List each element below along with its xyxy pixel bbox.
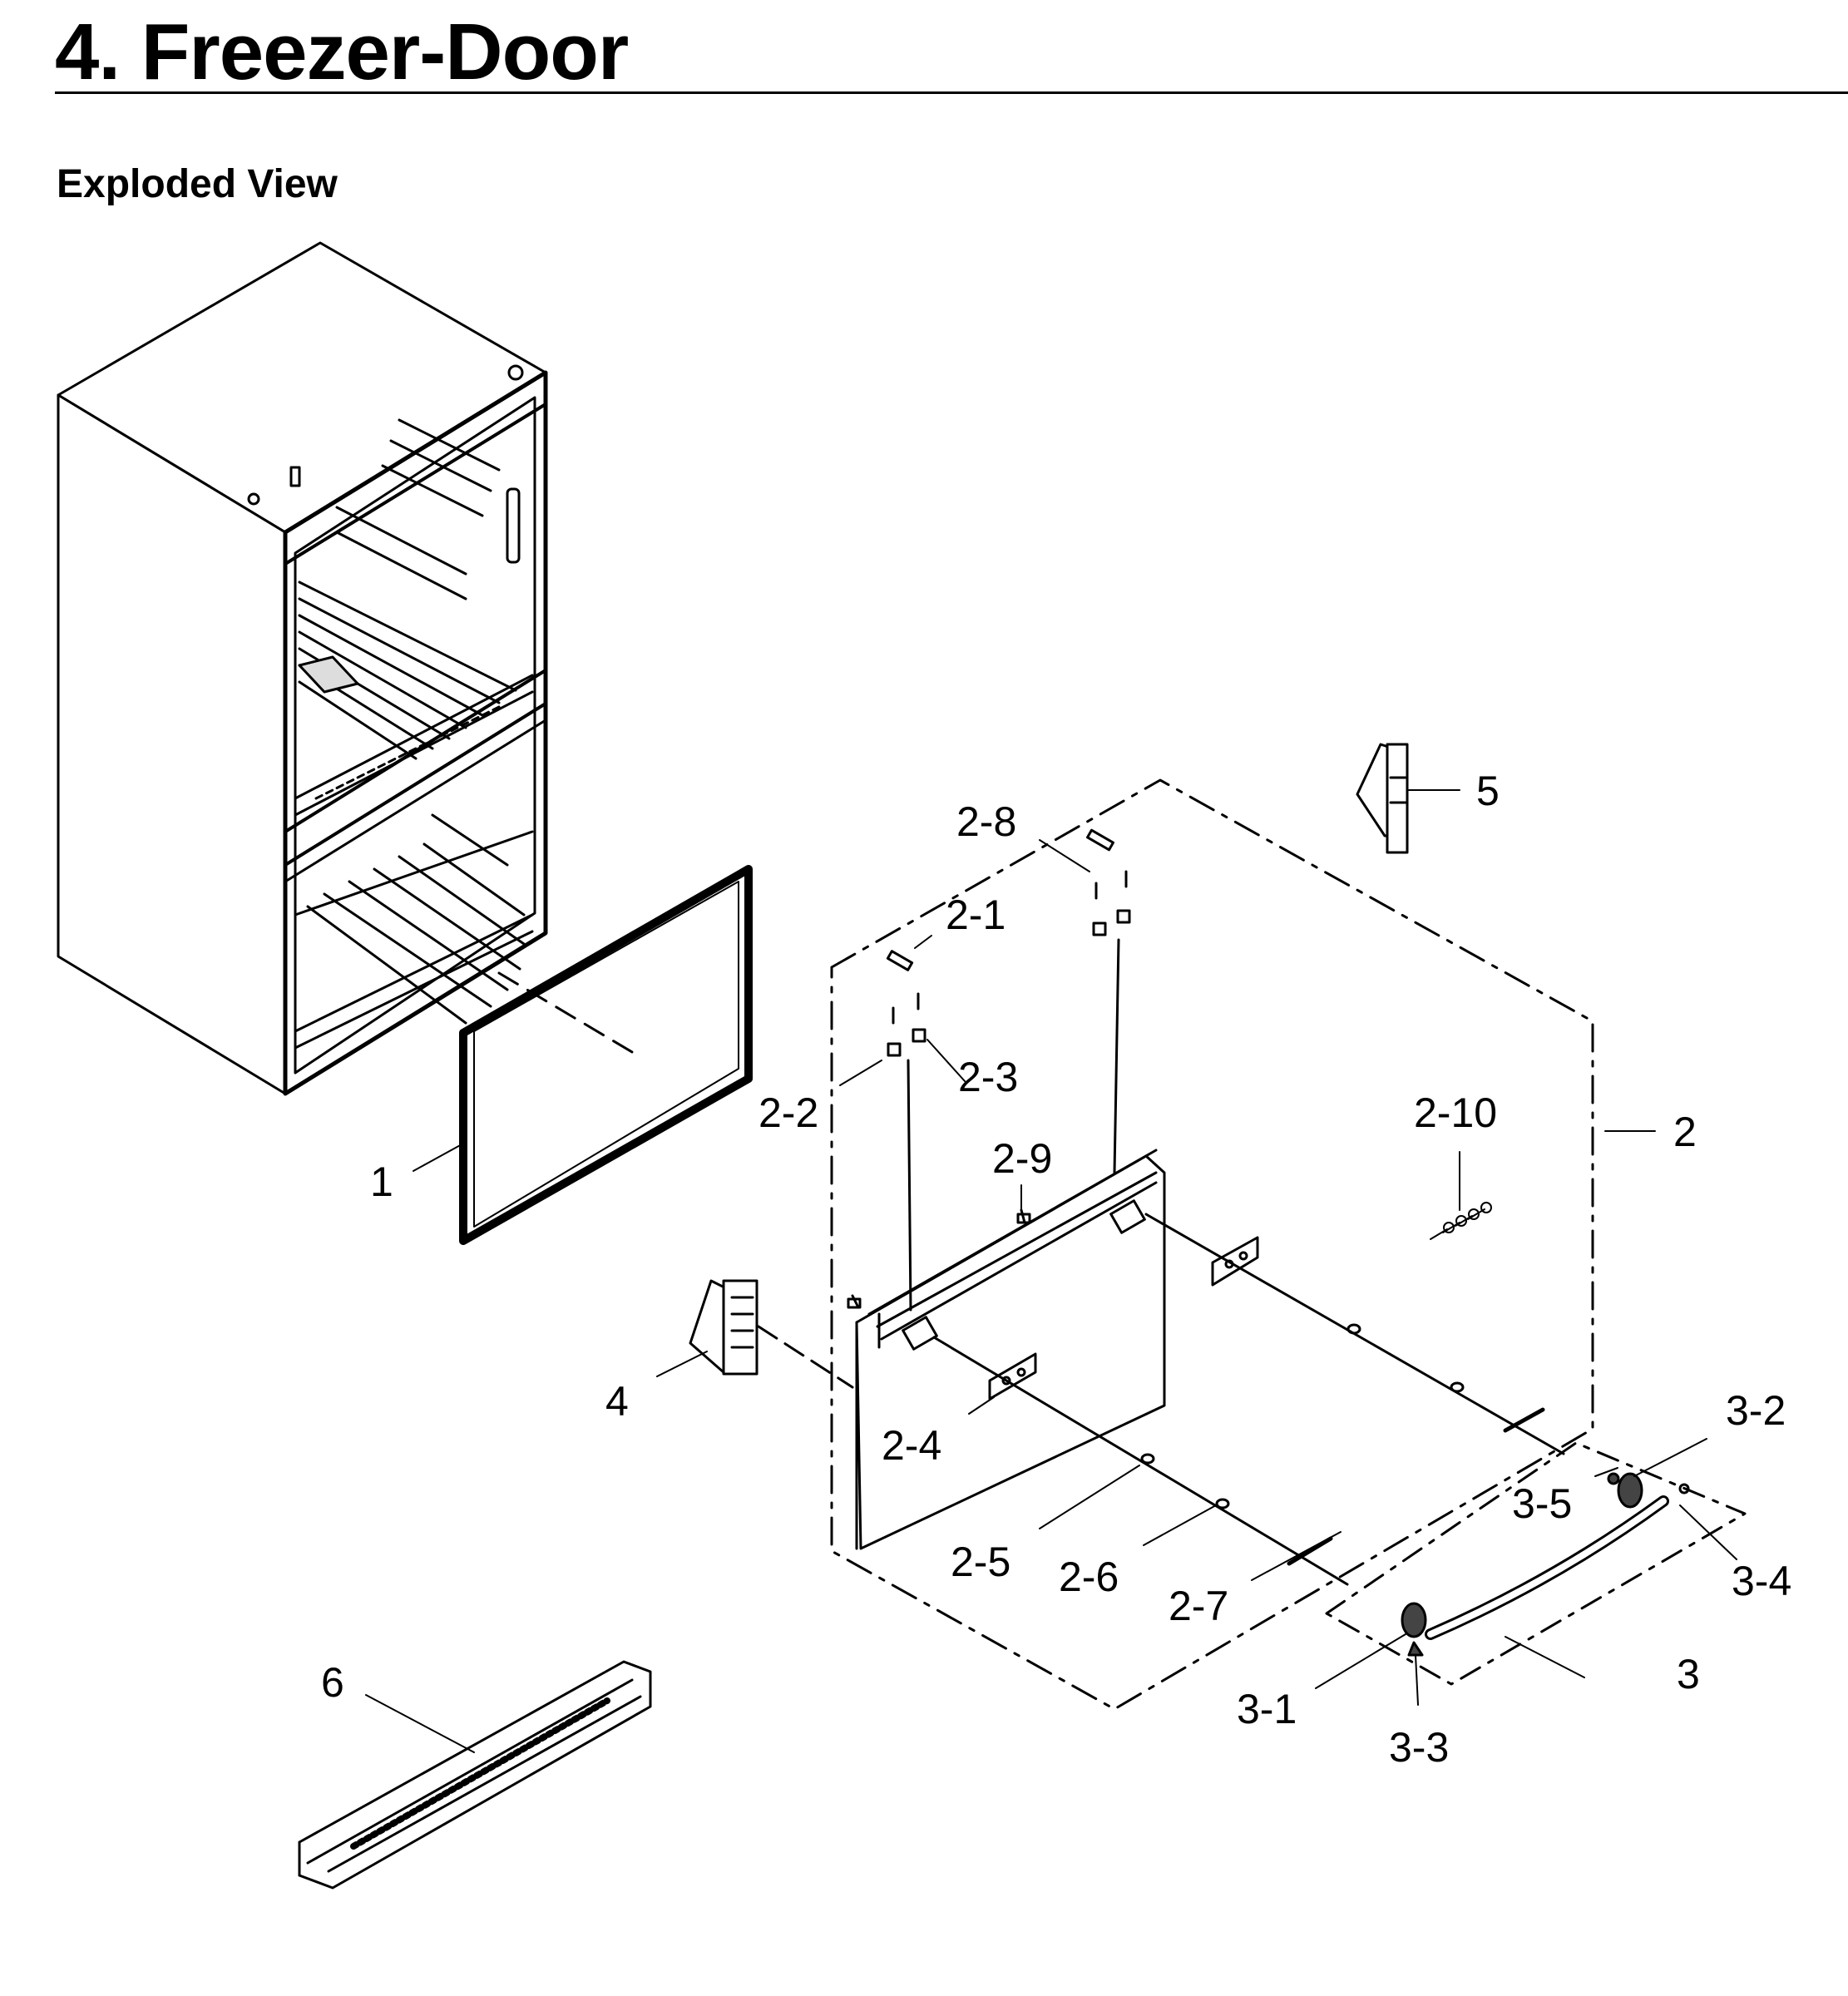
callout-3-4: 3-4 — [1732, 1558, 1791, 1604]
callout-1: 1 — [370, 1159, 393, 1205]
door-hardware — [847, 828, 1565, 1586]
callout-2-10: 2-10 — [1414, 1089, 1497, 1136]
lower-hinge — [689, 1279, 854, 1389]
callout-4: 4 — [605, 1378, 629, 1425]
callout-2-7: 2-7 — [1169, 1583, 1228, 1629]
callout-2-3: 2-3 — [958, 1054, 1018, 1100]
callout-3-3: 3-3 — [1389, 1724, 1449, 1771]
section-subtitle: Exploded View — [57, 162, 338, 206]
callout-2-9: 2-9 — [992, 1135, 1052, 1182]
callout-2: 2 — [1673, 1109, 1697, 1155]
callout-labels: 1 2 2-1 2-2 2-3 2-4 2-5 2-6 2-7 2-8 2-9 … — [321, 768, 1791, 1771]
callout-3-2: 3-2 — [1726, 1387, 1786, 1434]
callout-2-1: 2-1 — [946, 892, 1006, 938]
upper-hinge — [1356, 743, 1409, 854]
callout-3-5: 3-5 — [1512, 1480, 1572, 1527]
door-panel — [855, 1149, 1166, 1550]
callout-2-5: 2-5 — [951, 1539, 1010, 1585]
refrigerator-cabinet — [57, 241, 548, 1096]
handle-assembly — [1325, 1441, 1747, 1686]
leader-lines — [365, 789, 1737, 1753]
callout-2-6: 2-6 — [1059, 1554, 1119, 1600]
callout-3: 3 — [1677, 1651, 1700, 1697]
door-assembly-boundary — [830, 778, 1594, 1711]
callout-6: 6 — [321, 1659, 344, 1706]
door-gasket — [459, 865, 753, 1245]
page-title: 4. Freezer-Door — [55, 7, 629, 96]
title-rule — [55, 91, 1848, 94]
callout-5: 5 — [1476, 768, 1500, 814]
callout-2-4: 2-4 — [882, 1422, 941, 1469]
callout-2-8: 2-8 — [956, 798, 1016, 845]
callout-2-2: 2-2 — [758, 1089, 818, 1136]
door-bin — [298, 1660, 652, 1890]
callout-3-1: 3-1 — [1237, 1686, 1297, 1732]
